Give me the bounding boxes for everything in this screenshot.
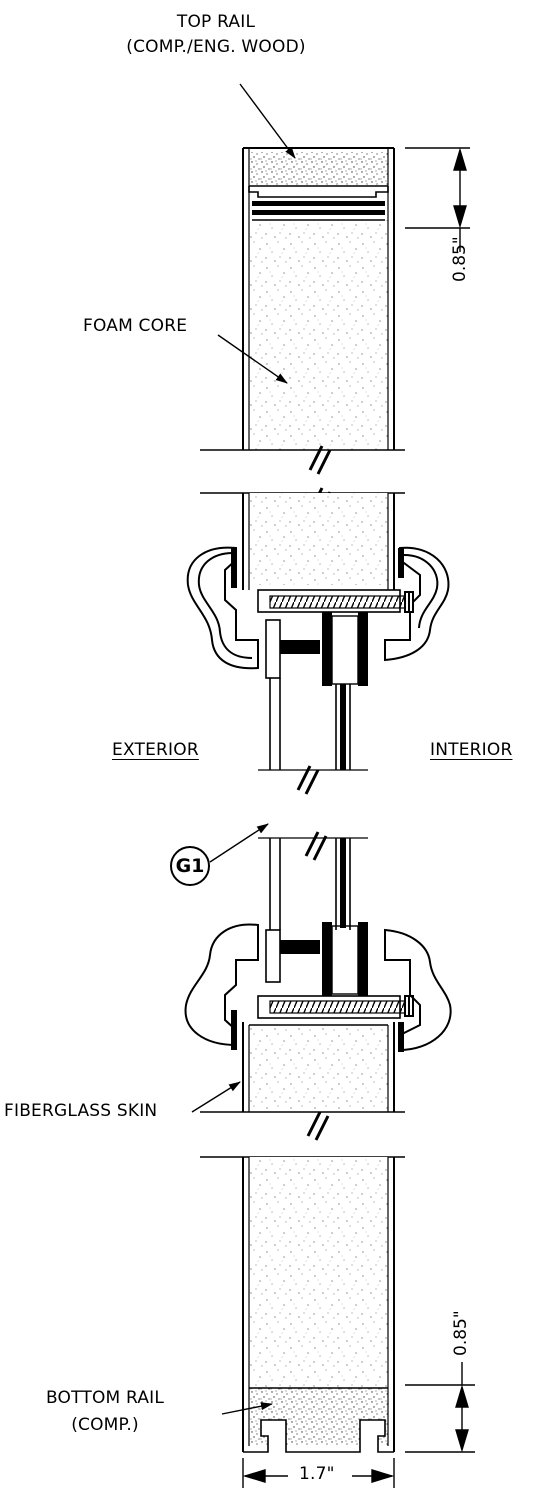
bottom-rail-label: BOTTOM RAIL (COMP.) <box>10 1388 200 1436</box>
exterior-label: EXTERIOR <box>112 740 199 760</box>
fiberglass-skin-leader <box>191 1081 241 1113</box>
top-rail-label-line1: TOP RAIL <box>176 12 256 32</box>
foam-core-label: FOAM CORE <box>83 316 188 336</box>
bottom-rail-label-line2: (COMP.) <box>71 1415 139 1435</box>
top-rail-label-line2: (COMP./ENG. WOOD) <box>126 37 306 57</box>
top-rail-wood-fill <box>249 152 388 186</box>
glass-tag-g1: G1 <box>170 846 210 886</box>
bottom-rail-leader <box>221 1402 273 1415</box>
top-rail-dimension-text: 0.85" <box>450 236 470 282</box>
leader-lines <box>191 83 296 1415</box>
break-symbol <box>296 765 328 861</box>
width-dimension-text: 1.7" <box>295 1464 339 1485</box>
lower-stile-and-glazing <box>184 837 452 1113</box>
top-rail-section <box>200 147 405 451</box>
fiberglass-skin-label: FIBERGLASS SKIN <box>4 1101 158 1121</box>
width-dimension <box>242 1458 395 1488</box>
bottom-rail-label-line1: BOTTOM RAIL <box>45 1388 165 1408</box>
upper-stile-and-glazing <box>186 492 450 771</box>
glass-tag-leader <box>209 823 269 863</box>
top-rail-label: TOP RAIL (COMP./ENG. WOOD) <box>80 12 352 58</box>
bottom-rail-dimension-text: 0.85" <box>451 1310 471 1356</box>
top-foam-fill <box>249 220 388 450</box>
foam-core-leader <box>217 334 288 384</box>
interior-label: INTERIOR <box>430 740 513 760</box>
top-rail-leader <box>239 83 296 159</box>
bottom-dimension <box>405 1362 475 1453</box>
bottom-rail-section <box>200 1156 405 1453</box>
top-dimension <box>405 147 470 252</box>
